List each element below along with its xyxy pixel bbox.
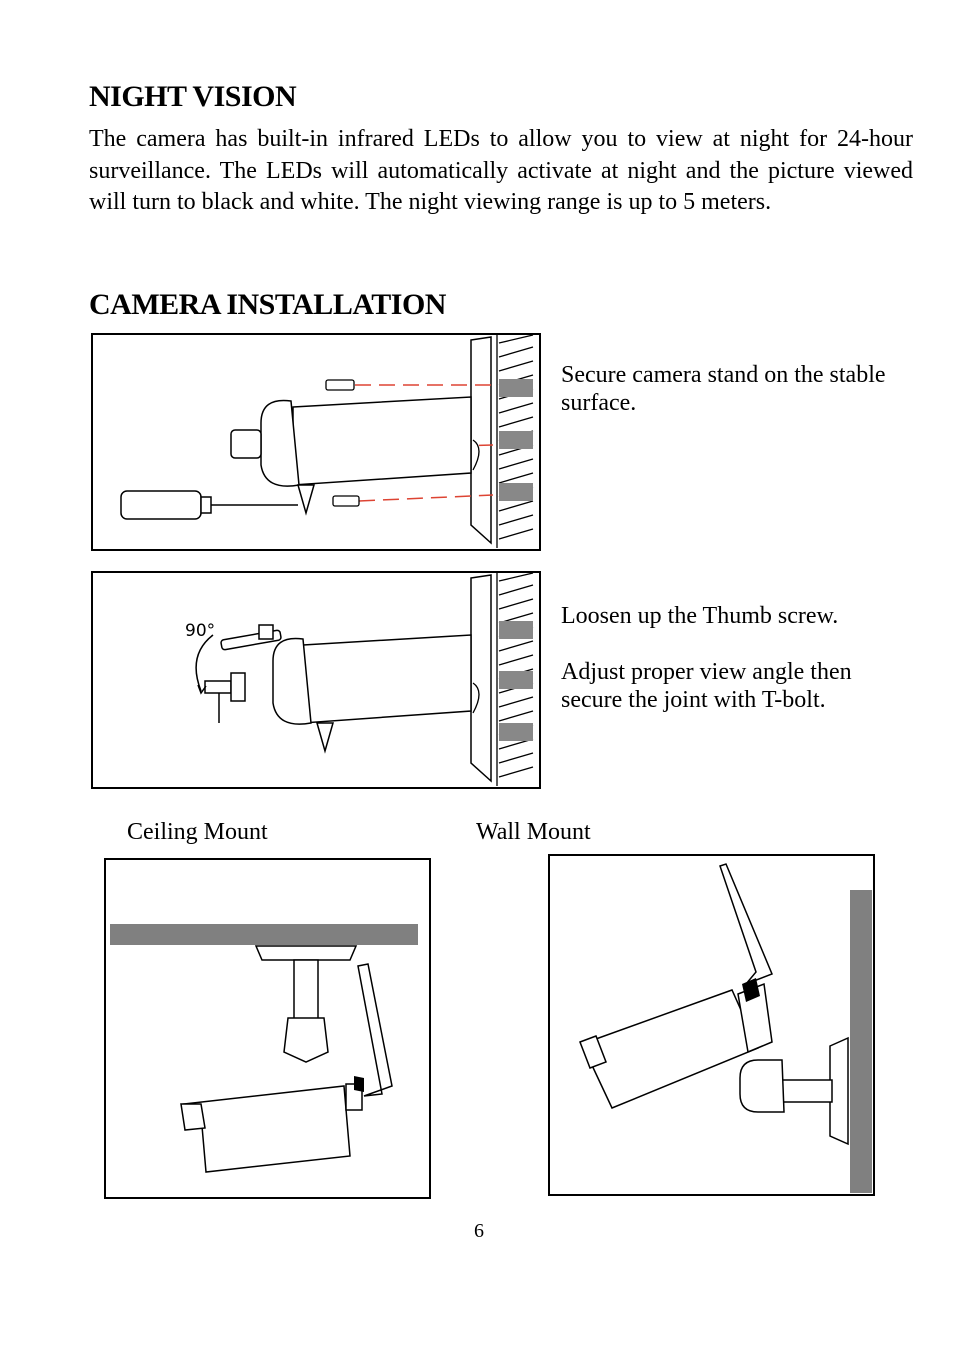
night-vision-heading: NIGHT VISION	[89, 80, 297, 113]
adjust-angle-illustration: 90°	[91, 571, 541, 789]
wall-mount-label: Wall Mount	[476, 819, 591, 845]
ceiling-mount-drawing	[110, 924, 418, 1173]
step2-caption-a: Loosen up the Thumb screw.	[561, 603, 839, 629]
wall-mount-drawing	[579, 863, 872, 1193]
ceiling-mount-illustration	[104, 858, 431, 1199]
mount-stand-illustration	[91, 333, 541, 551]
adjust-angle-drawing	[195, 573, 534, 786]
angle-label: 90°	[185, 621, 216, 641]
ceiling-mount-label: Ceiling Mount	[127, 819, 268, 845]
mount-stand-drawing	[120, 335, 534, 548]
step2-caption-b: Adjust proper view angle then secure the…	[561, 659, 852, 713]
camera-installation-heading: CAMERA INSTALLATION	[89, 288, 446, 321]
page-number: 6	[474, 1220, 484, 1242]
wall-mount-illustration	[548, 854, 875, 1196]
step1-caption: Secure camera stand on the stable surfac…	[561, 362, 886, 416]
night-vision-paragraph: The camera has built-in infrared LEDs to…	[89, 126, 913, 215]
